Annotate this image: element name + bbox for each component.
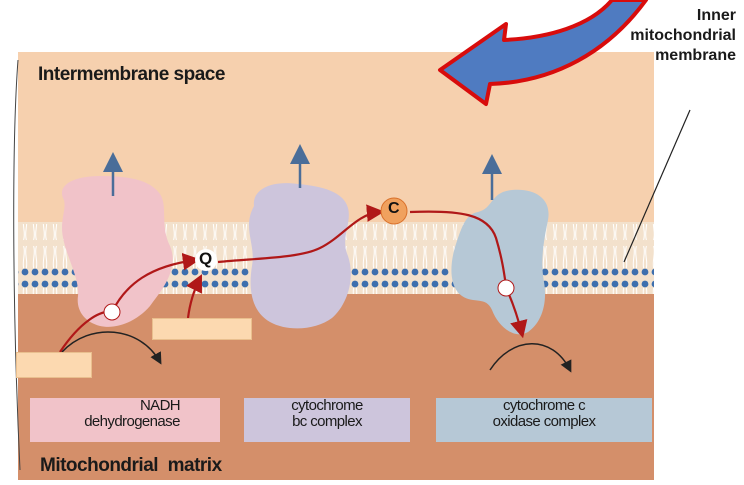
inner-membrane-line3: membrane — [536, 46, 736, 66]
cytochrome-bc-complex-label-box: cytochrome bc complex — [244, 398, 410, 442]
mitochondrial-matrix-label: Mitochondrial matrix — [40, 455, 222, 477]
inner-membrane-label: Inner mitochondrial membrane — [536, 6, 736, 66]
nadh-dehydrogenase-label-box: NADH dehydrogenase — [30, 398, 220, 442]
nadh-substrate-pad — [16, 352, 92, 378]
iron-sulfur-center-1 — [104, 304, 120, 320]
complex-2-line1: cytochrome — [244, 398, 410, 414]
ubiquinone-label: Q — [199, 249, 212, 269]
inner-membrane-line1: Inner — [536, 6, 736, 26]
cytochrome-bc-complex-protein — [249, 183, 351, 328]
complex-3-line1: cytochrome c — [436, 398, 652, 414]
complex-1-line2: dehydrogenase — [30, 414, 220, 430]
fadh2-substrate-pad — [152, 318, 252, 340]
complex-3-line2: oxidase complex — [436, 414, 652, 430]
intermembrane-space-label: Intermembrane space — [38, 64, 225, 86]
complex-2-line2: bc complex — [244, 414, 410, 430]
cytochrome-c-label: C — [388, 200, 400, 218]
copper-center — [498, 280, 514, 296]
complex-1-line1: NADH — [30, 398, 220, 414]
inner-membrane-line2: mitochondrial — [536, 26, 736, 46]
cytochrome-oxidase-label-box: cytochrome c oxidase complex — [436, 398, 652, 442]
